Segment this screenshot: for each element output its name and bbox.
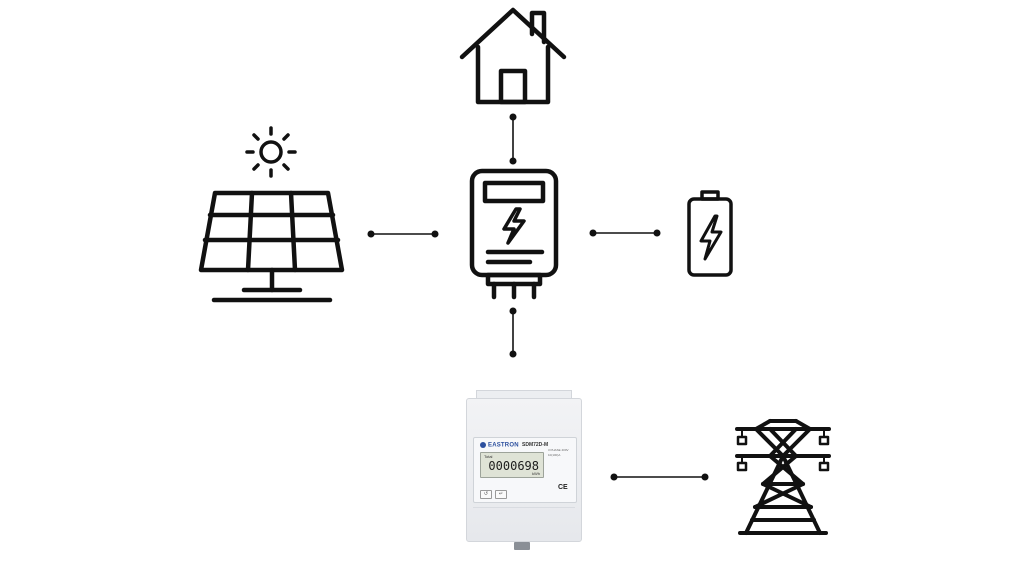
battery-icon [687, 190, 733, 277]
hybrid-inverter-icon [469, 168, 559, 300]
meter-face: EASTRON SDM72D-M Total 0000698 kWh 3 PHA… [473, 437, 577, 503]
meter-model: SDM72D-M [522, 442, 549, 448]
ce-mark: CE [558, 484, 568, 491]
power-pylon-icon [735, 419, 831, 535]
lcd-label: Total [484, 454, 493, 459]
energy-meter-icon: EASTRON SDM72D-M Total 0000698 kWh 3 PHA… [466, 390, 582, 550]
sun-icon [245, 126, 297, 178]
meter-brand-text: EASTRON [488, 442, 519, 449]
meter-body: EASTRON SDM72D-M Total 0000698 kWh 3 PHA… [466, 398, 582, 542]
meter-buttons: ↺↵ [480, 482, 510, 500]
lcd-unit: kWh [532, 471, 540, 476]
meter-lcd: Total 0000698 kWh [480, 452, 544, 478]
meter-side-text: 3 PHASE 400V 10(100)A [548, 448, 569, 457]
meter-lower-section [473, 507, 575, 538]
meter-button-scroll[interactable]: ↺ [480, 490, 492, 499]
meter-button-enter[interactable]: ↵ [495, 490, 507, 499]
meter-din-clip [514, 542, 530, 550]
lcd-reading: 0000698 [488, 459, 539, 473]
brand-logo-icon [480, 442, 486, 448]
solar-panel-icon [198, 190, 345, 303]
house-icon [459, 7, 567, 105]
meter-brand: EASTRON [480, 442, 519, 449]
